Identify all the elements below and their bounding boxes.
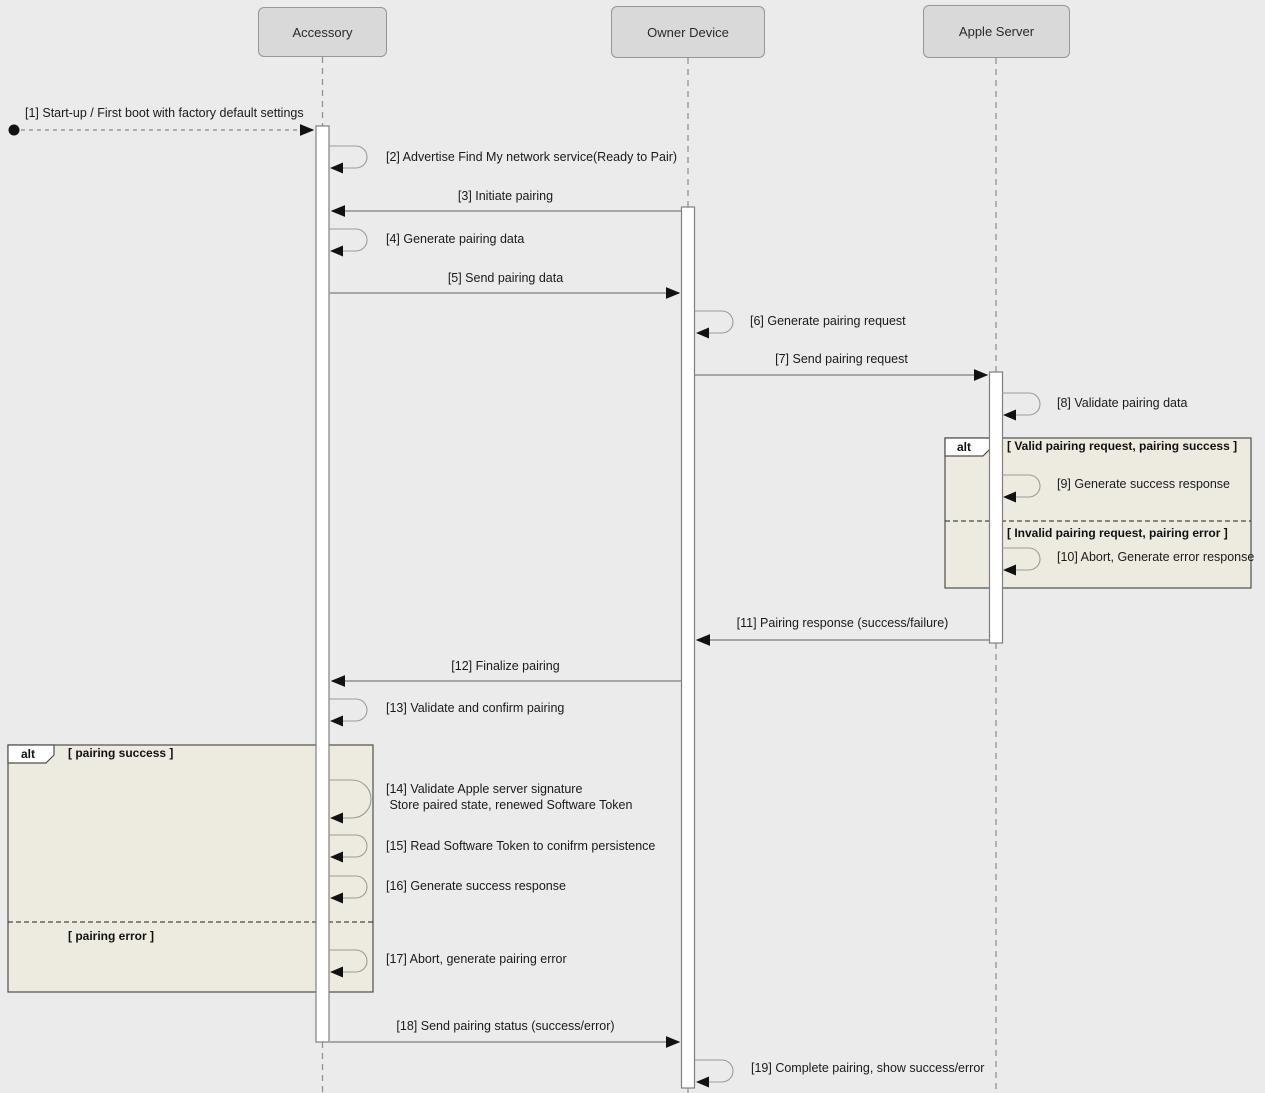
- alt-operator-tab: [944, 437, 992, 457]
- message-2-label: [2] Advertise Find My network service(Re…: [386, 150, 678, 164]
- message-15-self-loop: [329, 834, 368, 863]
- message-8-self-loop: [1002, 392, 1041, 421]
- actor-accessory: Accessory: [258, 7, 387, 57]
- guard-pairing-success: [ pairing success ]: [68, 746, 174, 760]
- message-5-label: [5] Send pairing data: [447, 271, 564, 285]
- actor-owner-device-label: Owner Device: [647, 24, 729, 40]
- message-9-self-loop: [1002, 474, 1041, 503]
- actor-accessory-label: Accessory: [292, 24, 353, 40]
- activation-apple-server: [988, 371, 1004, 644]
- message-19-self-loop: [695, 1059, 734, 1088]
- message-14-label: [14] Validate Apple server signature Sto…: [386, 782, 633, 812]
- message-4-label: [4] Generate pairing data: [386, 232, 525, 246]
- guard-valid-pairing-request: [ Valid pairing request, pairing success…: [1007, 439, 1238, 453]
- message-2-self-loop: [329, 145, 368, 174]
- alt-operator-label: alt: [957, 440, 972, 454]
- message-9-label: [9] Generate success response: [1057, 477, 1231, 491]
- message-16-self-loop: [329, 875, 368, 904]
- actor-apple-server-label: Apple Server: [958, 24, 1035, 39]
- message-1-label: [1] Start-up / First boot with factory d…: [25, 106, 304, 120]
- message-4-self-loop: [329, 228, 368, 257]
- alt-operator-label: alt: [21, 747, 36, 761]
- activation-owner-device: [680, 206, 696, 1089]
- message-7-label: [7] Send pairing request: [775, 352, 908, 366]
- alt-fragment-accessory: [7, 744, 374, 993]
- message-16-label: [16] Generate success response: [386, 879, 566, 893]
- alt-operator-tab: [7, 744, 55, 764]
- guard-pairing-error: [ pairing error ]: [68, 929, 155, 943]
- message-13-self-loop: [329, 698, 368, 727]
- message-17-label: [17] Abort, generate pairing error: [386, 952, 567, 966]
- activation-accessory: [315, 125, 330, 1043]
- message-15-label: [15] Read Software Token to conifrm pers…: [386, 839, 656, 853]
- actor-apple-server: Apple Server: [923, 5, 1070, 58]
- message-18-label: [18] Send pairing status (success/error): [396, 1019, 615, 1033]
- message-6-self-loop: [695, 310, 734, 339]
- message-19-label: [19] Complete pairing, show success/erro…: [751, 1061, 985, 1075]
- message-11-label: [11] Pairing response (success/failure): [736, 616, 949, 630]
- message-8-label: [8] Validate pairing data: [1057, 396, 1188, 410]
- message-6-label: [6] Generate pairing request: [750, 314, 906, 328]
- message-10-label: [10] Abort, Generate error response: [1057, 550, 1255, 564]
- message-17-self-loop: [329, 949, 368, 978]
- message-13-label: [13] Validate and confirm pairing: [386, 701, 565, 715]
- actor-owner-device: Owner Device: [611, 6, 765, 58]
- message-10-self-loop: [1002, 547, 1041, 576]
- message-12-label: [12] Finalize pairing: [451, 659, 560, 673]
- message-1-found-arrow: [8, 124, 315, 136]
- message-3-label: [3] Initiate pairing: [457, 189, 554, 203]
- guard-invalid-pairing-request: [ Invalid pairing request, pairing error…: [1007, 526, 1228, 540]
- message-14-self-loop: [329, 779, 372, 824]
